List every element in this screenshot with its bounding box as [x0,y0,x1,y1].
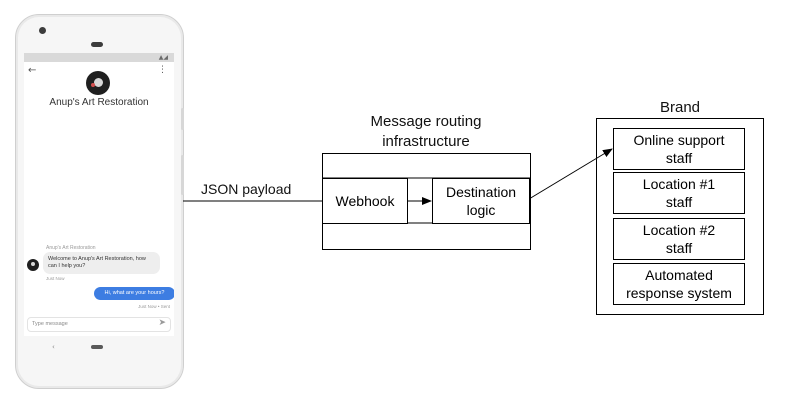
brand-avatar [86,71,110,95]
sender-avatar [27,259,39,271]
phone-side-button [181,108,184,130]
destination-label-line2: staff [665,240,693,256]
sender-label: Anup's Art Restoration [46,245,96,251]
avatar-accent [91,83,95,87]
destination-label-line1: Online support [633,132,725,148]
destination-to-brand-arrow [528,148,613,200]
destination-label-line1: Location #1 [642,176,716,192]
destination-label-line2: response system [626,285,732,301]
phone-volume-button [181,155,184,195]
outgoing-message-bubble: Hi, what are your hours? [94,287,174,300]
back-arrow-icon[interactable]: ← [28,65,37,76]
destination-automated-system: Automated response system [613,263,745,305]
nav-home-button[interactable] [91,345,103,349]
destination-logic-node: Destination logic [432,178,530,224]
routing-title: Message routing infrastructure [322,112,530,152]
webhook-node: Webhook [322,178,408,224]
brand-container [596,118,764,315]
status-bar: ▲◢ [24,53,174,62]
message-input[interactable]: Type message ➤ [27,317,171,332]
destination-location-1: Location #1 staff [613,172,745,214]
destination-label-line2: staff [665,150,693,166]
destination-location-2: Location #2 staff [613,218,745,260]
destination-label-line2: staff [665,194,693,210]
destination-online-support: Online support staff [613,128,745,170]
incoming-timestamp: Just Now [46,276,65,281]
signal-battery-icon: ▲◢ [158,54,168,61]
destination-label-line1: Location #2 [642,222,716,238]
brand-title: Brand [659,99,701,116]
routing-title-line1: Message routing [370,113,482,130]
send-icon[interactable]: ➤ [158,318,166,328]
more-vert-icon[interactable]: ⋮ [158,65,167,75]
message-input-placeholder: Type message [32,321,68,327]
front-camera [39,27,46,34]
avatar-icon [31,262,35,266]
destination-logic-line2: logic [466,202,496,218]
phone-screen: ▲◢ ← ⋮ Anup's Art Restoration Anup's Art… [24,53,174,336]
nav-back-icon[interactable]: ‹ [52,343,55,351]
destination-logic-line1: Destination [445,184,517,200]
avatar-icon [94,78,103,87]
destination-label-line1: Automated [645,267,713,283]
incoming-message-bubble: Welcome to Anup's Art Restoration, how c… [43,252,160,274]
routing-title-line2: infrastructure [382,133,470,150]
earpiece-speaker [91,42,103,47]
conversation-title: Anup's Art Restoration [49,97,149,108]
webhook-label: Webhook [335,193,395,209]
edge-label-json-payload: JSON payload [201,181,292,197]
outgoing-timestamp: Just Now • Sent [138,304,170,309]
